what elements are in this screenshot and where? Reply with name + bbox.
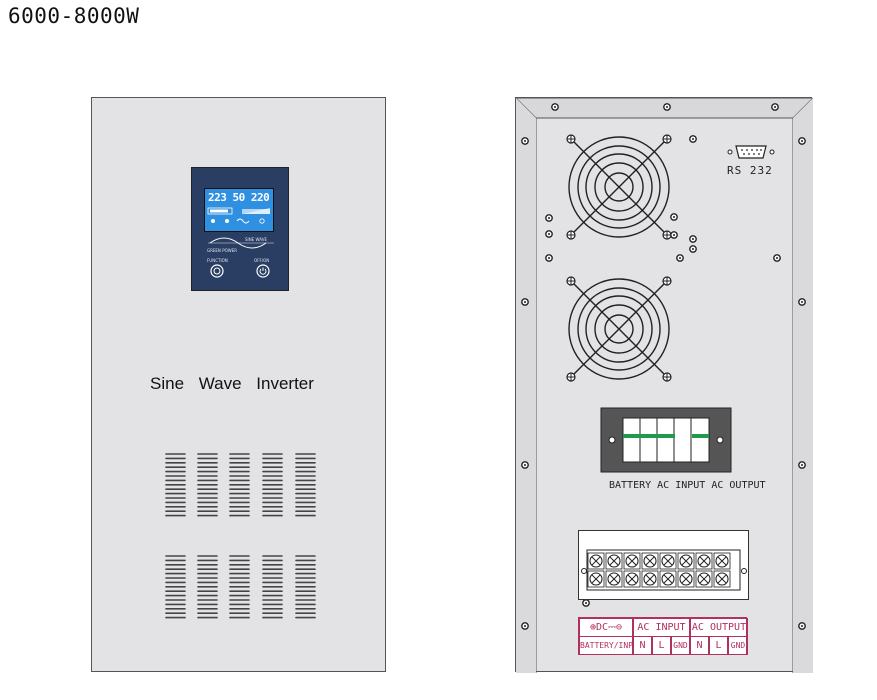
ac-input-l: L bbox=[652, 636, 671, 655]
breaker-label: BATTERY AC INPUT AC OUTPUT bbox=[609, 480, 766, 491]
lcd-screen: 223 50 220 bbox=[204, 188, 274, 232]
ac-output-n: N bbox=[690, 636, 709, 655]
ac-output-gnd: GND bbox=[728, 636, 748, 655]
green-power-label: GREEN POWER bbox=[207, 248, 238, 253]
sine-wave-graphic bbox=[208, 237, 274, 249]
terminal-legend: ⊕DC⎓⊖ BATTERY/INPUT AC INPUT AC OUTPUT N… bbox=[578, 617, 748, 655]
ventilation-grilles bbox=[165, 453, 316, 619]
cooling-fan-lower bbox=[568, 278, 670, 380]
model-text: Sine Wave Inverter bbox=[150, 374, 314, 393]
rs232-label: RS 232 bbox=[727, 164, 773, 177]
function-button[interactable] bbox=[210, 264, 224, 278]
lcd-readings: 223 50 220 bbox=[208, 191, 270, 204]
ac-output-header: AC OUTPUT bbox=[690, 618, 748, 637]
inverter-rear-panel: RS 232 BATTERY AC INPUT AC OUTPUT ⊕DC⎓⊖ … bbox=[515, 97, 813, 673]
plus-icon: ⊕ bbox=[589, 622, 596, 633]
circuit-breakers bbox=[600, 407, 732, 473]
ac-input-gnd: GND bbox=[671, 636, 690, 655]
rear-panel-drawing bbox=[516, 98, 813, 673]
dc-symbol-icon: ⎓⊖ bbox=[608, 622, 623, 633]
battery-dc-cell: ⊕DC⎓⊖ bbox=[579, 618, 633, 637]
dc-label: DC bbox=[595, 622, 609, 633]
function-label: FUNCTION bbox=[207, 258, 228, 263]
ac-output-l: L bbox=[709, 636, 728, 655]
ac-input-n: N bbox=[633, 636, 652, 655]
rs232-connector bbox=[727, 145, 775, 159]
sine-wave-label: SINE WAVE bbox=[245, 237, 267, 242]
power-label: OFF/ON bbox=[254, 258, 270, 263]
battery-input-cell: BATTERY/INPUT bbox=[579, 636, 633, 655]
page-heading: 6000-8000W bbox=[8, 4, 140, 28]
power-button[interactable] bbox=[256, 264, 270, 278]
control-display-unit: 223 50 220 GREEN POWER SINE WAVE FUNCTIO… bbox=[191, 167, 289, 291]
ac-input-header: AC INPUT bbox=[633, 618, 690, 637]
terminal-screws bbox=[581, 549, 747, 591]
lcd-status-icons bbox=[207, 207, 270, 224]
terminal-block bbox=[578, 530, 749, 600]
cooling-fan-upper bbox=[568, 136, 670, 238]
inverter-front-panel: 223 50 220 GREEN POWER SINE WAVE FUNCTIO… bbox=[91, 97, 386, 672]
power-icon bbox=[256, 264, 270, 278]
function-button-icon bbox=[210, 264, 224, 278]
